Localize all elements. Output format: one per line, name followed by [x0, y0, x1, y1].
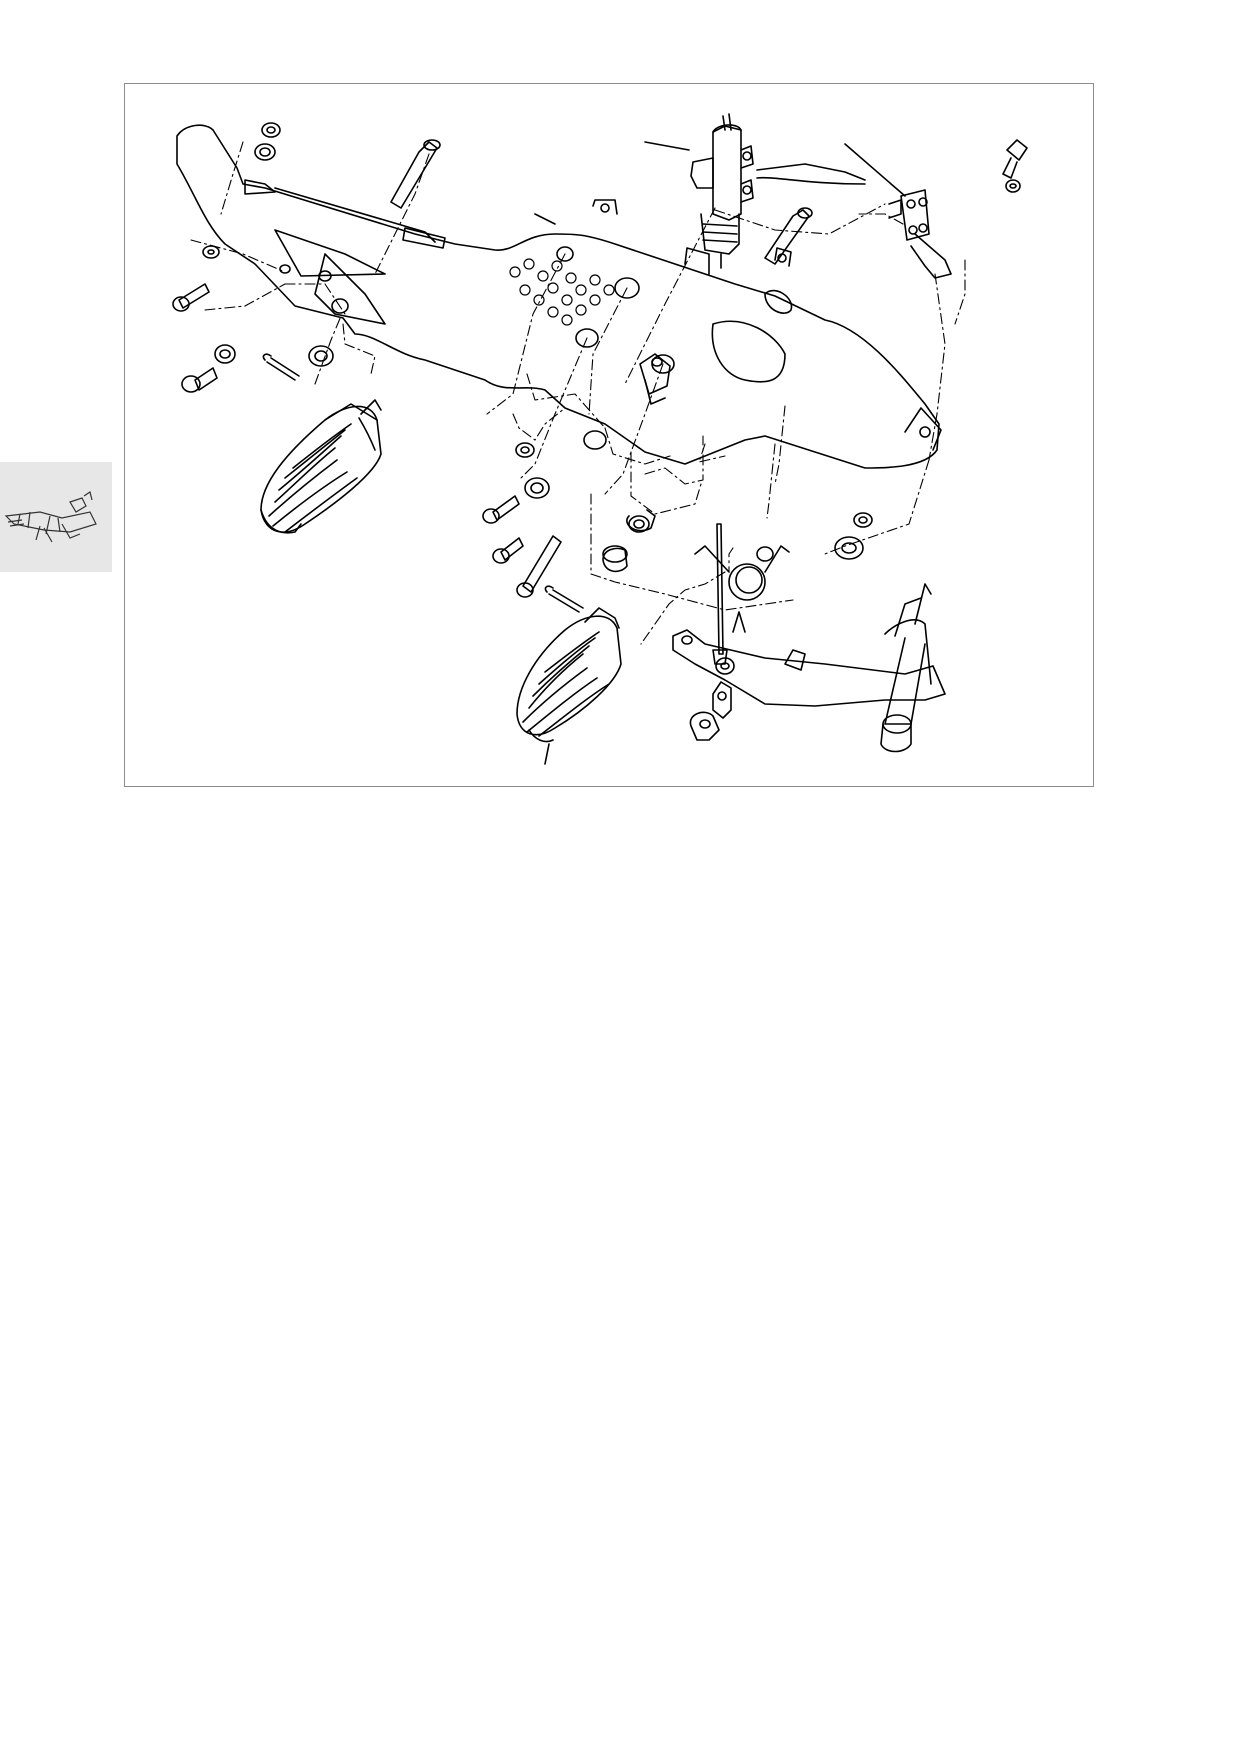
return-spring [694, 545, 790, 601]
bolts [172, 139, 1028, 598]
section-thumbnail-tab[interactable] [0, 462, 112, 572]
footrest-exploded-diagram [172, 113, 1028, 765]
brake-pedal [672, 583, 946, 753]
split-pins [262, 353, 584, 613]
footrest-assembly-thumbnail-icon [4, 491, 97, 543]
footrest-support-plate [176, 124, 942, 469]
bushings [602, 509, 656, 573]
blank-page-area [0, 800, 1239, 1752]
rear-brake-master-cylinder [644, 113, 866, 269]
exploded-diagram-frame [124, 83, 1094, 787]
clevis [689, 681, 732, 741]
washers [202, 122, 1021, 560]
brake-light-switch-bracket [844, 143, 952, 279]
left-footpeg [260, 399, 382, 534]
right-footpeg [516, 607, 622, 765]
pivot-pin [390, 139, 813, 665]
